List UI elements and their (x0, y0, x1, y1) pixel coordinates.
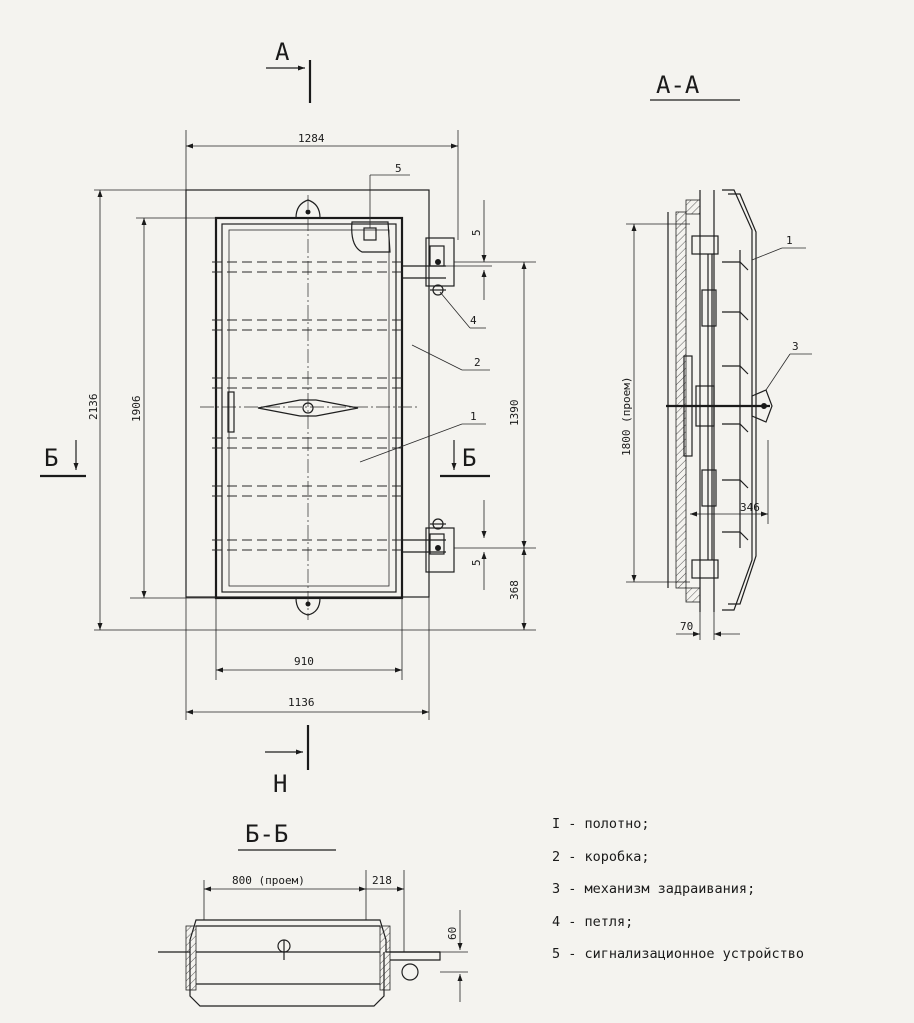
callout-1-label: 1 (470, 410, 477, 423)
callout-1: 1 (359, 410, 486, 463)
aa-dim-opening: 1800 (проем) (620, 223, 690, 583)
dim-width-frame: 1136 (186, 696, 429, 715)
dim-width-outer: 1284 (185, 130, 458, 190)
callout-2-label: 2 (474, 356, 481, 369)
legend-item-5: 5 - сигнализационное устройство (552, 946, 804, 962)
legend-item-3: 3 - механизм задраивания; (552, 881, 756, 897)
legend-item-1: I - полотно; (552, 816, 650, 832)
bb-dim-opening: 800 (проем) (203, 870, 367, 920)
section-bb-title: Б-Б (245, 820, 288, 848)
bb-dim-offset: 218 (366, 870, 405, 952)
aa-callout-1: 1 (786, 234, 793, 247)
aa-ribs (722, 261, 749, 541)
callout-4-label: 4 (470, 314, 477, 327)
dim-1390: 1390 (508, 400, 521, 427)
section-b-label-right: Б (462, 444, 476, 472)
legend-item-2: 2 - коробка; (552, 848, 650, 865)
callout-4: 4 (439, 291, 486, 329)
dim-1906: 1906 (130, 396, 143, 423)
section-mark-a-bottom: Н (265, 725, 310, 798)
bb-dim-218: 218 (372, 874, 392, 887)
bb-dim-800: 800 (проем) (232, 874, 305, 887)
dim-hinge-gap-top: 5 (446, 200, 492, 300)
bb-dim-60: 60 (446, 927, 459, 940)
callout-2: 2 (411, 344, 490, 371)
latch-handle (227, 391, 359, 433)
dim-width-opening: 910 (215, 598, 403, 680)
dim-bottom-offset: 368 (508, 548, 527, 630)
dim-5-bottom: 5 (470, 559, 483, 566)
section-aa-title: А-А (656, 71, 700, 99)
dim-5-top: 5 (470, 229, 483, 236)
hinge-bottom (402, 518, 455, 573)
legend: I - полотно; 2 - коробка; 3 - механизм з… (552, 808, 804, 971)
section-mark-b-right: Б (440, 440, 490, 478)
hinge-top (402, 237, 455, 296)
aa-dim-depth: 346 (690, 440, 769, 524)
top-lug (295, 199, 321, 219)
legend-item-4: 4 - петля; (552, 913, 634, 930)
front-view: А Н (40, 38, 536, 798)
dim-height-leaf: 1906 (130, 217, 216, 599)
signal-device (351, 174, 410, 253)
aa-dim-70: 70 (680, 620, 693, 633)
callout-5: 5 (395, 162, 402, 175)
dim-hinge-gap-bottom: 5 (470, 500, 487, 590)
aa-dim-1800: 1800 (проем) (620, 377, 633, 456)
dim-height-outer: 2136 (87, 189, 536, 631)
dim-hinge-spacing: 1390 (454, 261, 536, 549)
section-a-label-bottom: Н (273, 770, 287, 798)
bb-dim-height: 60 (440, 910, 468, 1002)
section-aa-view: А-А (620, 71, 812, 640)
section-mark-b-left: Б (40, 440, 86, 478)
section-mark-a-top: А (266, 38, 312, 103)
bottom-lug (295, 597, 321, 616)
aa-dim-346: 346 (740, 501, 760, 514)
section-b-label-left: Б (44, 444, 58, 472)
dim-1284: 1284 (298, 132, 325, 145)
dim-910: 910 (294, 655, 314, 668)
dim-368: 368 (508, 580, 521, 600)
aa-dim-base: 70 (676, 612, 740, 640)
section-a-label-top: А (275, 38, 290, 66)
stiffeners (212, 261, 405, 551)
door-leaf (214, 216, 404, 600)
dim-1136: 1136 (288, 696, 315, 709)
section-bb-view: Б-Б 800 (проем) 218 60 (158, 820, 468, 1007)
callout-5-label: 5 (395, 162, 402, 175)
aa-callout-3: 3 (792, 340, 799, 353)
dim-2136: 2136 (87, 394, 100, 421)
